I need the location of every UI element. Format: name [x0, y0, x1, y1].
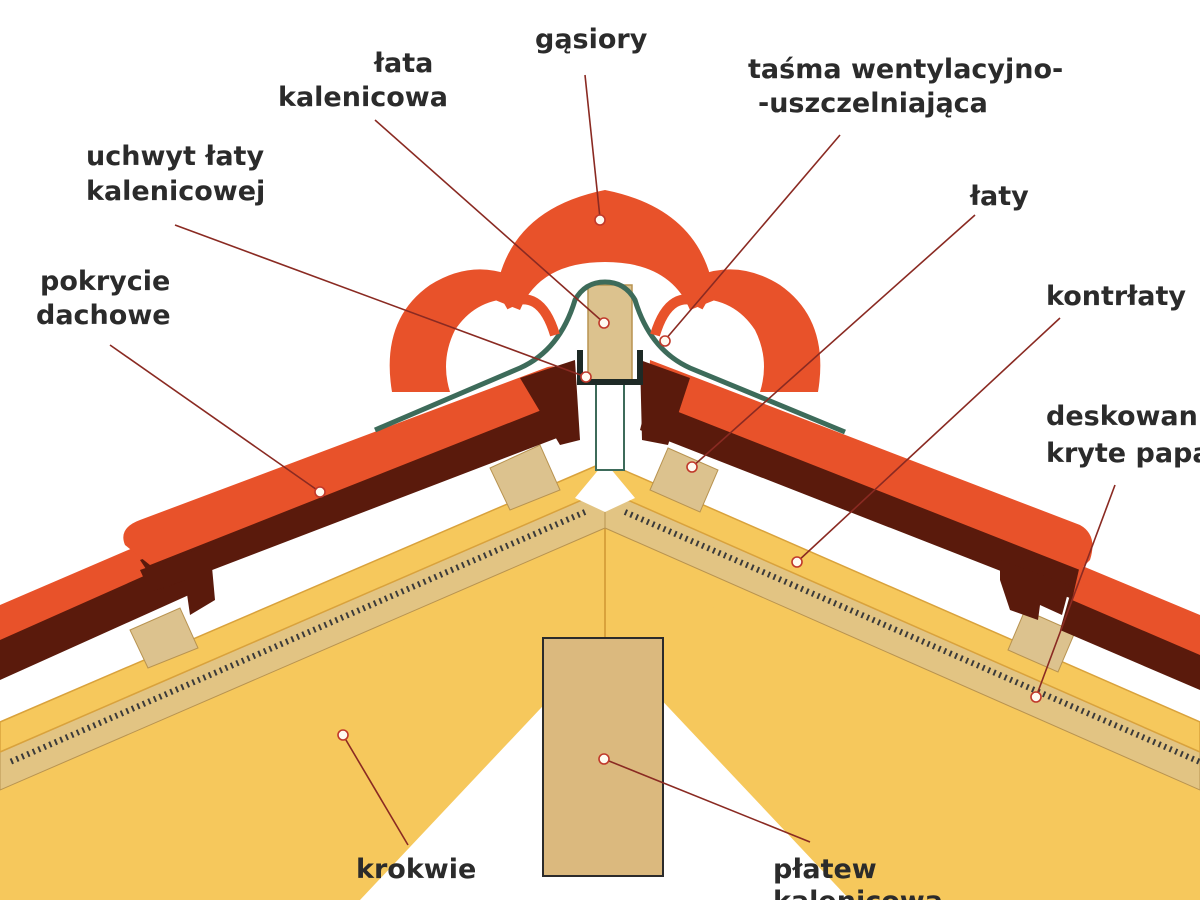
- label-platew-line2: kalenicowa: [773, 886, 943, 900]
- label-deskowanie-line1: deskowanie: [1046, 401, 1200, 432]
- label-krokwie: krokwie: [356, 854, 476, 885]
- batten-right-top: [649, 447, 719, 513]
- ridge-tile-main: [495, 190, 715, 310]
- felt-left: [8, 509, 587, 765]
- callout-dot-lata-kalenicowa: [598, 317, 610, 329]
- callout-dot-uchwyt: [580, 371, 592, 383]
- tile-left-lower: [0, 532, 180, 640]
- label-pokrycie-line2: dachowe: [36, 300, 171, 331]
- callout-dot-krokwie: [337, 729, 349, 741]
- tile-left-upper: [123, 366, 572, 565]
- rafter-left-lower: [0, 560, 605, 900]
- label-tasma-line1: taśma wentylacyjno-: [748, 54, 1063, 85]
- callout-dot-laty: [686, 461, 698, 473]
- callout-dot-deskowanie: [1030, 691, 1042, 703]
- label-pokrycie-line1: pokrycie: [40, 266, 170, 297]
- batten-left-top: [489, 444, 561, 511]
- felt-right: [623, 509, 1200, 765]
- label-deskowanie-line2: kryte papą: [1046, 438, 1200, 469]
- tile-right-lower: [1072, 565, 1200, 655]
- label-laty: łaty: [969, 181, 1029, 212]
- callout-dot-tasma: [659, 335, 671, 347]
- ridge-batten: [587, 284, 633, 381]
- callout-dot-pokrycie: [314, 486, 326, 498]
- tile-left-hook: [140, 545, 215, 615]
- label-kontrlaty: kontrłaty: [1046, 281, 1186, 312]
- callout-dot-gasiory: [594, 214, 606, 226]
- ridge-tile-left: [389, 269, 530, 392]
- rafter-right-lower: [605, 560, 1200, 900]
- label-platew-line1: płatew: [773, 854, 877, 885]
- label-lata-kalenicowa-line1: łata: [373, 48, 433, 79]
- tile-right-lower-dark: [1060, 595, 1200, 690]
- label-gasiory: gąsiory: [535, 24, 648, 55]
- callout-dot-platew: [598, 753, 610, 765]
- label-lata-kalenicowa-line2: kalenicowa: [278, 82, 448, 113]
- label-uchwyt-line2: kalenicowej: [86, 176, 265, 207]
- tile-right-hook: [1000, 560, 1070, 620]
- ventilation-tape: [374, 279, 846, 435]
- ridge-post: [595, 379, 625, 471]
- label-tasma-line2: -uszczelniająca: [758, 88, 988, 119]
- tile-right-upper: [648, 360, 1093, 570]
- batten-right-bottom: [1007, 609, 1076, 673]
- batten-left-bottom: [129, 607, 199, 669]
- ridge-tile-right: [680, 269, 821, 392]
- label-uchwyt-line1: uchwyt łaty: [86, 141, 264, 172]
- ridge-batten-holder: [577, 350, 643, 385]
- callout-dot-kontrlaty: [791, 556, 803, 568]
- tile-left-upper-dark: [140, 395, 578, 590]
